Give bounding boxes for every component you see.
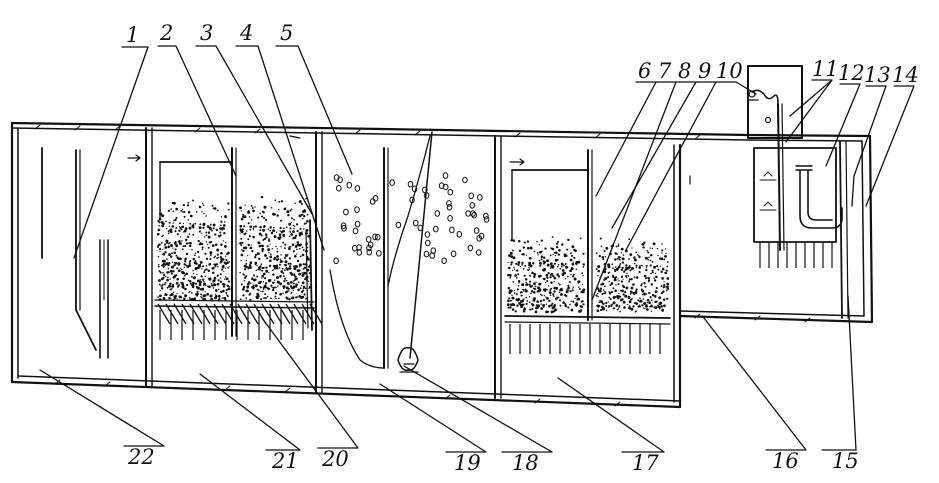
control-box xyxy=(747,65,803,251)
label-22: 22 xyxy=(127,445,155,469)
chamber-19-internals xyxy=(329,131,433,373)
chamber-19-bubbles xyxy=(333,172,490,265)
partitions xyxy=(145,127,502,399)
label-21: 21 xyxy=(271,449,299,473)
label-4: 4 xyxy=(239,21,253,45)
label-5: 5 xyxy=(280,21,293,45)
labels: 1 2 3 4 5 6 7 8 9 10 11 12 13 14 15 16 1… xyxy=(126,21,919,475)
label-14: 14 xyxy=(892,63,919,87)
label-11: 11 xyxy=(812,57,839,81)
label-3: 3 xyxy=(200,21,213,45)
chamber-22-baffles xyxy=(41,147,109,359)
label-8: 8 xyxy=(678,59,691,83)
label-7: 7 xyxy=(658,59,672,83)
chamber-17-internals xyxy=(504,149,671,354)
label-20: 20 xyxy=(321,447,349,471)
label-19: 19 xyxy=(454,451,481,475)
right-chamber-walls xyxy=(673,133,874,409)
label-9: 9 xyxy=(698,59,711,83)
label-2: 2 xyxy=(159,21,173,45)
leader-lines xyxy=(39,45,915,453)
label-1: 1 xyxy=(126,23,139,47)
label-10: 10 xyxy=(716,59,743,83)
label-18: 18 xyxy=(512,451,539,475)
chamber-16-internals xyxy=(689,147,843,268)
label-16: 16 xyxy=(772,449,799,473)
label-13: 13 xyxy=(864,63,891,87)
label-15: 15 xyxy=(832,449,859,473)
chamber-21-media xyxy=(156,195,312,302)
label-17: 17 xyxy=(632,451,659,475)
outer-tank xyxy=(10,121,750,409)
label-12: 12 xyxy=(838,61,865,85)
label-6: 6 xyxy=(638,59,651,83)
chamber-17-media xyxy=(506,236,670,314)
